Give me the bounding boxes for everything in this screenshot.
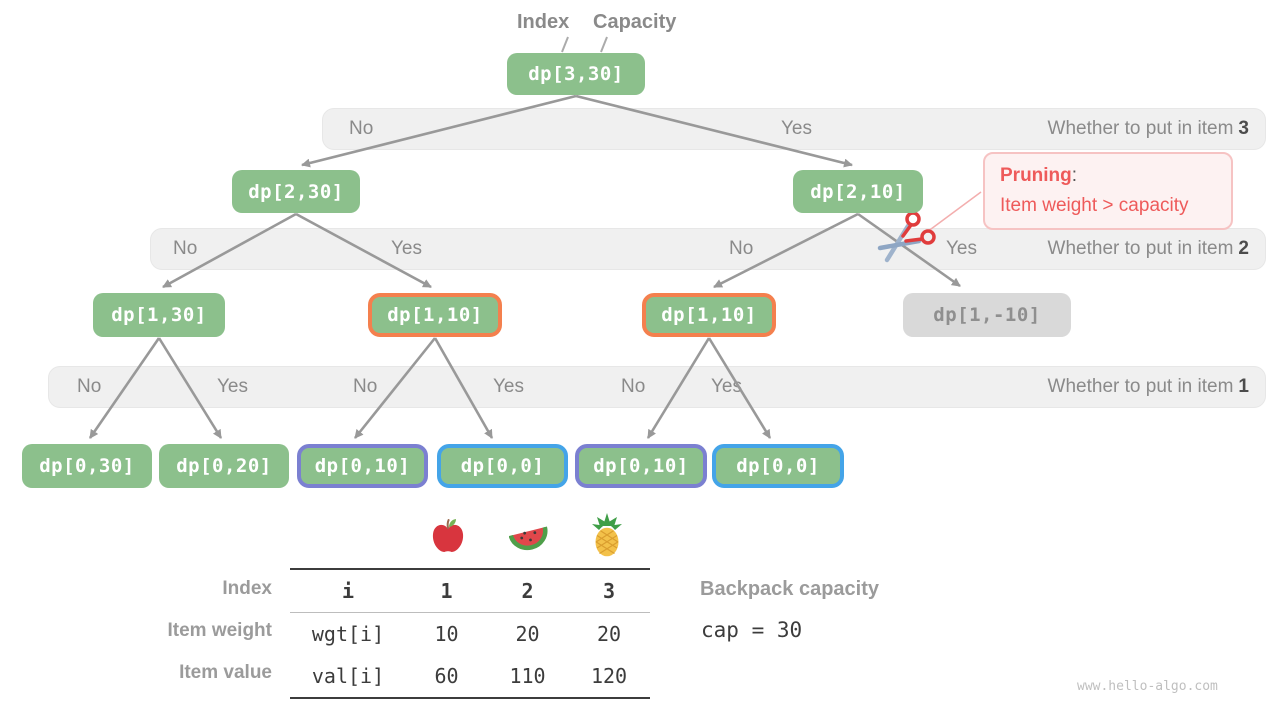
node-dp-0-20: dp[0,20] (159, 444, 289, 488)
node-dp-0-30: dp[0,30] (22, 444, 152, 488)
pruning-title: Pruning (1000, 165, 1072, 186)
table-cell: 1 (440, 579, 453, 603)
table-row-label: Item value (179, 662, 272, 683)
decision-label-yes: Yes (946, 238, 977, 259)
backpack-capacity-label: Backpack capacity (700, 578, 880, 600)
table-row-label: Item weight (167, 620, 272, 641)
node-dp-2-30: dp[2,30] (232, 170, 360, 213)
table-cell: 120 (590, 664, 628, 688)
decision-label-yes: Yes (391, 238, 422, 259)
table-row-label: Index (222, 578, 272, 599)
watermelon-icon (508, 522, 551, 561)
pruning-callout: Pruning: Item weight > capacity (983, 152, 1233, 230)
node-dp-0-10-a: dp[0,10] (297, 444, 428, 488)
pruning-body: Item weight > capacity (1000, 195, 1189, 216)
decision-label-no: No (729, 238, 754, 259)
decision-label-yes: Yes (781, 118, 812, 139)
decision-label-no: No (353, 376, 378, 397)
backpack-capacity-value: cap = 30 (701, 618, 803, 642)
node-dp-1-10-a: dp[1,10] (368, 293, 502, 337)
node-dp-3-30: dp[3,30] (507, 53, 645, 95)
table-cell: i (341, 579, 355, 603)
watermark: www.hello-algo.com (1077, 679, 1218, 694)
decision-label-yes: Yes (493, 376, 524, 397)
pruning-separator: : (1071, 165, 1078, 186)
table-cell: 110 (509, 664, 546, 688)
decision-label-yes: Yes (711, 376, 742, 397)
decision-label-no: No (173, 238, 198, 259)
table-cell: val[i] (311, 664, 385, 688)
table-cell: 20 (515, 622, 540, 646)
table-cell: 3 (602, 579, 616, 603)
pineapple-icon (590, 513, 624, 562)
node-dp-2-10: dp[2,10] (793, 170, 923, 213)
items-table: i 1 2 3 wgt[i] 10 20 20 val[i] 60 110 120 (290, 568, 650, 699)
table-cell: 2 (521, 579, 534, 603)
node-dp-0-10-b: dp[0,10] (575, 444, 707, 488)
node-dp-1-30: dp[1,30] (93, 293, 225, 337)
node-dp-1-neg10: dp[1,-10] (903, 293, 1071, 337)
node-dp-1-10-b: dp[1,10] (642, 293, 776, 337)
node-dp-0-0-b: dp[0,0] (712, 444, 844, 488)
table-cell: 10 (434, 622, 459, 646)
node-dp-0-0-a: dp[0,0] (437, 444, 568, 488)
capacity-label: Capacity (593, 11, 677, 33)
table-row: wgt[i] 10 20 20 (290, 613, 650, 655)
decision-label-no: No (621, 376, 646, 397)
pruning-connector-line (926, 191, 982, 233)
header-pointer-lines (561, 36, 608, 53)
table-cell: 60 (434, 664, 459, 688)
decision-label-no: No (349, 118, 374, 139)
index-label: Index (517, 11, 570, 33)
apple-icon (430, 517, 466, 562)
table-row: val[i] 60 110 120 (290, 655, 650, 697)
decision-label-yes: Yes (217, 376, 248, 397)
table-cell: wgt[i] (311, 622, 385, 646)
decision-label-no: No (77, 376, 102, 397)
table-cell: 20 (596, 622, 622, 646)
table-row: i 1 2 3 (290, 570, 650, 613)
